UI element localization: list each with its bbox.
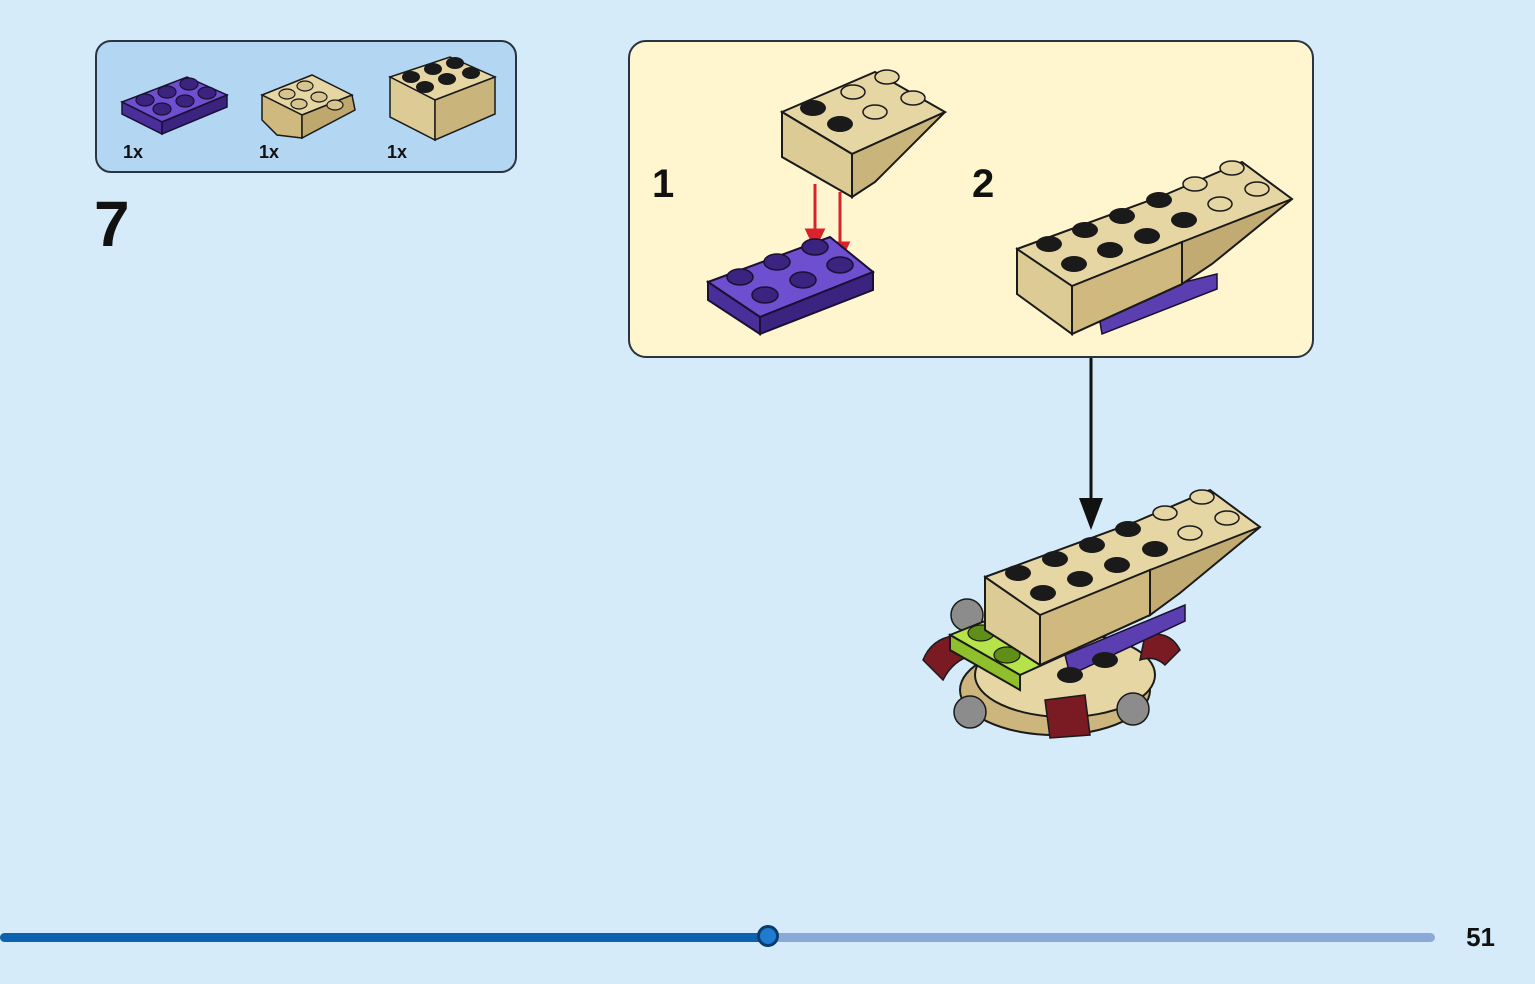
tan-slope-part-icon (260, 74, 356, 140)
purple-plate-part-icon (120, 76, 229, 136)
part-quantity: 1x (123, 142, 144, 162)
substep-1-illustration (705, 69, 948, 336)
part-quantity: 1x (387, 142, 408, 162)
substep-label: 2 (972, 162, 995, 206)
substep-label: 1 (652, 162, 675, 206)
progress-bar-knob[interactable] (756, 925, 779, 947)
page-number: 51 (1466, 922, 1495, 952)
down-arrow-icon (1079, 358, 1103, 530)
progress-bar-track (0, 933, 1435, 942)
progress-bar-fill (0, 933, 768, 942)
substep-2-illustration (1015, 160, 1294, 336)
step-number: 7 (94, 188, 130, 260)
tan-brick-part-icon (388, 56, 497, 142)
part-quantity: 1x (259, 142, 280, 162)
substep-panel: 1 2 (628, 40, 1314, 358)
assembled-model-illustration (922, 488, 1262, 739)
parts-list-panel: 1x 1x 1x (95, 40, 517, 173)
